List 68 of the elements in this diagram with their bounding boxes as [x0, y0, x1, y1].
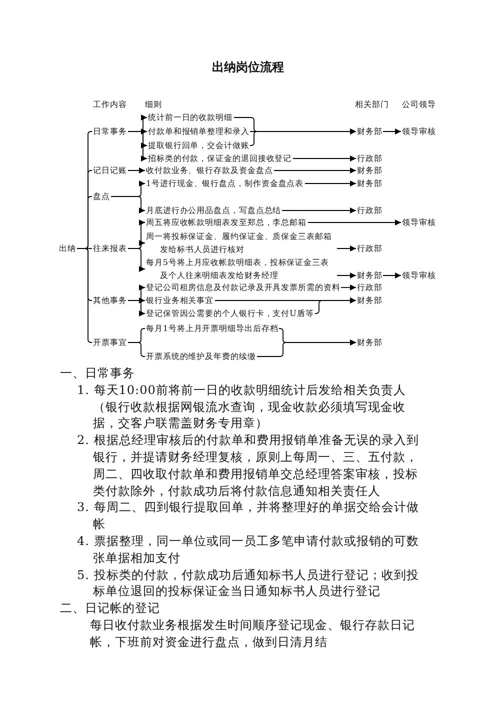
connector-line — [76, 248, 92, 343]
arrow — [336, 246, 356, 252]
arrow — [340, 284, 356, 290]
arrow — [382, 272, 402, 278]
department-text: 财务部 — [357, 178, 382, 188]
task-text: 每月1号将上月开票明细导出后存档 — [146, 322, 278, 334]
task-text: 收付款业务、银行存款及资金盘点 — [146, 164, 273, 176]
arrow — [250, 128, 356, 146]
column-header: 公司领导 — [402, 98, 436, 110]
department-text: 财务部 — [357, 270, 382, 280]
task-text: 周五将应收帐款明细表发至郑总，李总邮箱 — [146, 216, 307, 228]
column-header: 相关部门 — [355, 98, 389, 110]
list-item: 5. 投标类的付款，付款成功后通知标书人员进行登记；收到投标单位退回的投标保证金当日通知标书人员进行登记 — [77, 566, 420, 600]
connector-line — [128, 342, 146, 357]
list-item: 4. 票据整理，同一单位或同一员工多笔申请付款或报销的可数张单据相加支付 — [77, 532, 420, 567]
review-text: 领导审核 — [402, 216, 436, 228]
category-text: 其他事务 — [93, 294, 127, 306]
review-text: 领导审核 — [402, 126, 436, 136]
task-text: 银行业务相关事宜 — [146, 294, 214, 306]
arrow — [128, 300, 146, 316]
arrow — [336, 272, 356, 278]
title: 出纳岗位流程 — [212, 59, 284, 75]
category-text: 往来报表 — [93, 242, 127, 254]
department-text: 行政部 — [357, 242, 382, 254]
task-text: 月底进行办公用品盘点，写盘点总结 — [146, 204, 282, 216]
task-text: 提取银行回单，交会计做账 — [148, 140, 250, 150]
column-header: 工作内容 — [93, 98, 127, 110]
category-text: 盘点 — [93, 190, 110, 202]
department-text: 行政部 — [357, 282, 382, 292]
arrow — [110, 196, 146, 214]
category-text: 记日记账 — [93, 164, 127, 176]
task-text: 付款单和报销单整理和录入 — [148, 126, 250, 136]
list-item: 1. 每天10:00前将前一日的收款明细统计后发给相关负责人（银行收款根据网银流水查询，现金收款必须填写现金收据，交客户联需盖财务专用章） — [77, 382, 407, 432]
department-text: 财务部 — [357, 294, 382, 306]
arrow — [128, 248, 146, 272]
paragraph: 每日收付款业务根据发生时间顺序登记现金、银行存款日记帐，下班前对资金进行盘点，做到日清月结 — [90, 616, 416, 651]
section-heading: 一、日常事务 — [60, 365, 135, 382]
task-text: 招标类的付款，保证金的退回接收登记 — [148, 152, 292, 164]
task-text: 每月5号将上月应收帐款明细表，投标保证金三表及个人往来明细表发给财务经理 — [146, 256, 336, 282]
task-text: 开票系统的维护及年费的续缴 — [146, 350, 256, 362]
department-text: 财务部 — [357, 126, 382, 136]
list-item: 3. 每周二、四到银行提取回单，并将整理好的单据交给会计做帐 — [77, 499, 420, 533]
task-text: 登记保管因公需要的个人银行卡，支付U盾等 — [146, 308, 314, 318]
list-item: 2. 根据总经理审核后的付款单和费用报销单准备无误的录入到银行，并提请财务经理复核，原则上每周一、三、五付款，周二、四收取付款单和费用报销单交总经理答案审核，投标类付款除外，付款成功后将付款信息通知相关责任人 — [77, 432, 420, 500]
arrow — [382, 128, 402, 134]
category-text: 开票事宜 — [93, 336, 127, 348]
arrow — [304, 180, 356, 186]
role-text: 出纳 — [59, 242, 76, 254]
arrow — [274, 168, 356, 174]
category-text: 日常事务 — [93, 126, 127, 136]
column-header: 细则 — [145, 98, 162, 110]
department-text: 行政部 — [357, 204, 382, 216]
arrow — [292, 156, 356, 162]
task-text: 统计前一日的收款明细 — [148, 112, 232, 122]
review-text: 领导审核 — [402, 270, 436, 280]
department-text: 财务部 — [357, 164, 382, 176]
arrow — [128, 131, 148, 162]
section-heading: 二、日记帐的登记 — [60, 600, 160, 617]
arrow — [128, 168, 146, 174]
task-text: 登记公司租房信息及付款记录及开具发票所需的资料 — [146, 282, 340, 292]
task-text: 周一将投标保证金、履约保证金、质保金三表邮箱发给标书人员进行核对 — [146, 230, 336, 256]
department-text: 财务部 — [357, 336, 382, 348]
department-text: 行政部 — [357, 152, 382, 164]
arrow — [314, 298, 356, 314]
task-text: 1号进行现金、银行盘点，制作资金盘点表 — [146, 178, 304, 188]
arrow — [282, 208, 356, 214]
arrow — [256, 340, 356, 357]
arrow — [308, 220, 402, 226]
